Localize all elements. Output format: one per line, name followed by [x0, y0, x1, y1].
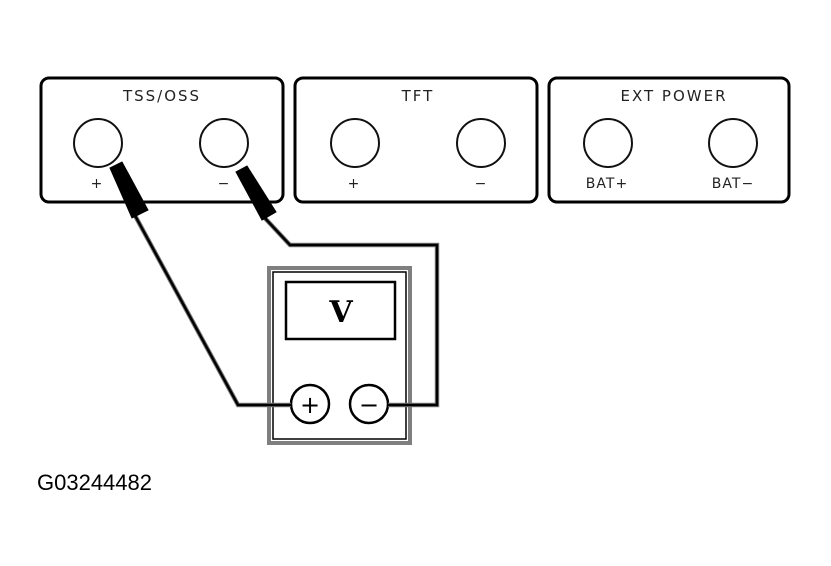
panel-tft-title: TFT [401, 87, 435, 105]
panel-ext-power: EXT POWER BAT+ BAT− [547, 76, 791, 204]
ext-power-bat-negative-jack [708, 118, 758, 168]
panel-tft: TFT + − [293, 76, 539, 204]
voltmeter: V + − [267, 266, 412, 445]
negative-probe-tip [235, 165, 277, 221]
figure-id: G03244482 [37, 470, 152, 495]
panel-tss-oss-box [39, 76, 285, 204]
voltmeter-display [284, 280, 397, 341]
panel-tss-oss: TSS/OSS + − [39, 76, 285, 204]
negative-lead-wire [261, 214, 439, 407]
tft-positive-jack [330, 118, 380, 168]
negative-test-lead [235, 165, 440, 408]
voltmeter-negative-sign: − [359, 391, 379, 419]
panel-tft-box [293, 76, 539, 204]
panel-tss-oss-title: TSS/OSS [122, 87, 201, 105]
tss-oss-negative-label: − [218, 176, 231, 192]
positive-test-lead [109, 161, 291, 408]
tss-oss-negative-jack [199, 118, 249, 168]
ext-power-bat-positive-label: BAT+ [586, 176, 628, 192]
panel-ext-power-box [547, 76, 791, 204]
positive-probe-tip [109, 161, 149, 219]
voltmeter-inner-border [272, 271, 407, 440]
tss-oss-positive-label: + [91, 176, 104, 192]
tft-positive-label: + [348, 176, 361, 192]
tft-negative-label: − [475, 176, 488, 192]
positive-lead-wire [130, 209, 291, 407]
voltmeter-display-text: V [328, 295, 353, 330]
ext-power-bat-positive-jack [583, 118, 633, 168]
tft-negative-jack [456, 118, 506, 168]
voltmeter-positive-sign: + [300, 391, 320, 419]
tss-oss-positive-jack [73, 118, 123, 168]
ext-power-bat-negative-label: BAT− [712, 176, 754, 192]
panel-ext-power-title: EXT POWER [620, 87, 727, 105]
